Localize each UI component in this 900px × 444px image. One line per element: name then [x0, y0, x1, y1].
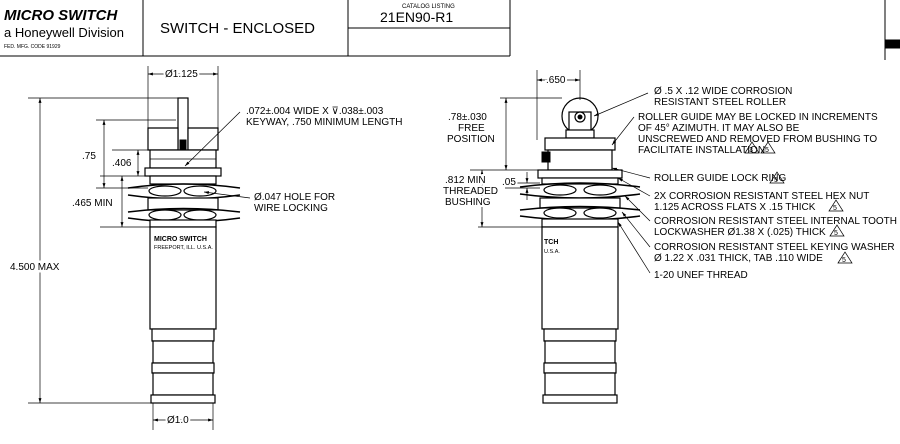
callout-hex-nut-line2: 1.125 ACROSS FLATS X .15 THICK [654, 202, 816, 213]
dim-free-line2: FREE [458, 123, 485, 134]
dim-thread-line2: THREADED [443, 186, 498, 197]
callout-roller-line1: Ø .5 X .12 WIDE CORROSION [654, 86, 792, 97]
callout-lock-ring: ROLLER GUIDE LOCK RING [654, 173, 786, 184]
callout-lockwasher-line1: CORROSION RESISTANT STEEL INTERNAL TOOTH [654, 216, 897, 227]
dim-free-line3: POSITION [447, 134, 495, 145]
title-block: MICRO SWITCH a Honeywell Division FED. M… [0, 0, 900, 60]
callout-roller-line2: RESISTANT STEEL ROLLER [654, 97, 786, 108]
dim-075: .75 [82, 151, 96, 162]
callout-lockwasher-line2: LOCKWASHER Ø1.38 X (.025) THICK [654, 227, 826, 238]
dim-overall-height: 4.500 MAX [10, 262, 60, 273]
flag-guide-2: 5 [765, 147, 769, 154]
note-hole-line2: WIRE LOCKING [254, 203, 328, 214]
housing-label-line2: FREEPORT, ILL. U.S.A. [154, 245, 213, 251]
flag-guide-1: 3 [749, 147, 753, 154]
callout-keying-washer-line1: CORROSION RESISTANT STEEL KEYING WASHER [654, 242, 895, 253]
note-keyway-line2: KEYWAY, .750 MINIMUM LENGTH [246, 117, 403, 128]
catalog-number: 21EN90-R1 [380, 9, 453, 25]
dim-005: .05 [502, 177, 516, 188]
catalog-caption: CATALOG LISTING [402, 4, 455, 10]
callout-keying-washer-line2: Ø 1.22 X .031 THICK, TAB .110 WIDE [654, 253, 823, 264]
dim-0465: .465 MIN [72, 198, 113, 209]
flag-lock-ring: 5 [774, 177, 778, 184]
dim-0650: .650 [546, 75, 566, 86]
dim-thread-line1: .812 MIN [445, 175, 486, 186]
drawing-title: SWITCH - ENCLOSED [160, 20, 315, 37]
dim-free-line1: .78±.030 [448, 112, 487, 123]
note-hole-line1: Ø.047 HOLE FOR [254, 192, 335, 203]
dim-thread-line3: BUSHING [445, 197, 491, 208]
dim-0406: .406 [112, 158, 132, 169]
callout-guide-line3: UNSCREWED AND REMOVED FROM BUSHING TO [638, 134, 877, 145]
dim-bottom-diameter: Ø1.0 [167, 415, 189, 426]
fed-code-text: FED. MFG. CODE 91929 [4, 44, 61, 50]
dim-top-diameter: Ø1.125 [165, 69, 198, 80]
housing-label-part1: TCH [544, 239, 558, 246]
note-keyway-line1: .072±.004 WIDE X ⊽.038±.003 [246, 106, 384, 117]
brand-logo: MICRO SWITCH [4, 7, 118, 24]
housing-label-part2: U.S.A. [544, 249, 560, 255]
flag-keying-washer: 5 [842, 257, 846, 264]
left-view: MICRO SWITCH FREEPORT, ILL. U.S.A. Ø1.12… [8, 66, 403, 430]
callout-guide-line2: OF 45° AZIMUTH. IT MAY ALSO BE [638, 123, 800, 134]
callout-hex-nut-line1: 2X CORROSION RESISTANT STEEL HEX NUT [654, 191, 869, 202]
callout-guide-line1: ROLLER GUIDE MAY BE LOCKED IN INCREMENTS [638, 112, 878, 123]
flag-lockwasher: 5 [834, 230, 838, 237]
flag-hex-nut: 5 [833, 205, 837, 212]
callout-thread: 1-20 UNEF THREAD [654, 270, 748, 281]
division-text: a Honeywell Division [4, 25, 124, 40]
callout-guide-line4: FACILITATE INSTALLATION [638, 145, 765, 156]
right-view: TCH U.S.A. .650 .78±.030 FREE POSITION .… [441, 70, 897, 404]
housing-label-line1: MICRO SWITCH [154, 236, 207, 243]
